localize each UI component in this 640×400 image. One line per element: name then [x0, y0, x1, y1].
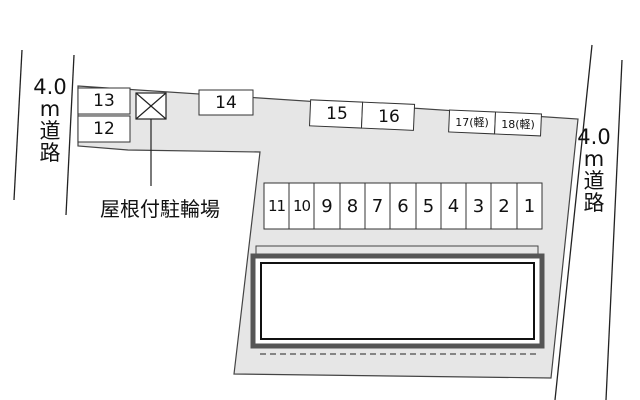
space-17-label: 17(軽): [455, 116, 489, 129]
right-road-edge: [554, 44, 593, 400]
space-18-label: 18(軽): [501, 118, 535, 131]
spaces-15-16-group: [309, 99, 416, 131]
space-8-label: 8: [346, 195, 359, 217]
space-14-box: [198, 89, 254, 116]
space-14-label: 14: [215, 92, 237, 113]
space-7-label: 7: [371, 195, 384, 217]
space-2-label: 2: [498, 195, 510, 217]
space-11-label: 11: [267, 197, 286, 215]
building-inner-wall: [260, 262, 535, 340]
parking-row: [263, 182, 543, 230]
space-4-label: 4: [447, 195, 460, 217]
space-5-label: 5: [422, 195, 435, 217]
left-road-char-2: 路: [39, 141, 61, 165]
space-3-label: 3: [472, 195, 485, 217]
right-road-char-1: 道: [583, 169, 605, 193]
left-road-char-1: 道: [39, 119, 61, 143]
space-13-box: [77, 87, 131, 115]
space-15-label: 15: [326, 104, 348, 124]
right-road-label: 4.0 m 道 路: [570, 126, 618, 214]
spaces-17-18-group: [448, 109, 543, 137]
space-6-label: 6: [397, 195, 409, 217]
x-box-icon: [135, 92, 167, 120]
space-10-label: 10: [292, 197, 311, 215]
right-road-edge-outer: [605, 59, 623, 400]
right-road-unit: m: [583, 147, 605, 171]
left-road-width: 4.0: [33, 75, 67, 99]
space-1-label: 1: [523, 195, 536, 217]
space-9-label: 9: [321, 195, 333, 217]
bike-parking-label: 屋根付駐輪場: [100, 196, 220, 221]
left-road-edge: [13, 49, 23, 201]
space-12-label: 12: [93, 119, 115, 139]
left-road-label: 4.0 m 道 路: [26, 76, 74, 164]
right-road-char-2: 路: [583, 191, 605, 215]
space-13-label: 13: [93, 91, 115, 111]
space-16-label: 16: [378, 107, 400, 127]
left-road-edge-inner: [65, 54, 75, 216]
space-12-box: [77, 115, 131, 143]
right-road-width: 4.0: [577, 125, 611, 149]
left-road-unit: m: [39, 97, 61, 121]
